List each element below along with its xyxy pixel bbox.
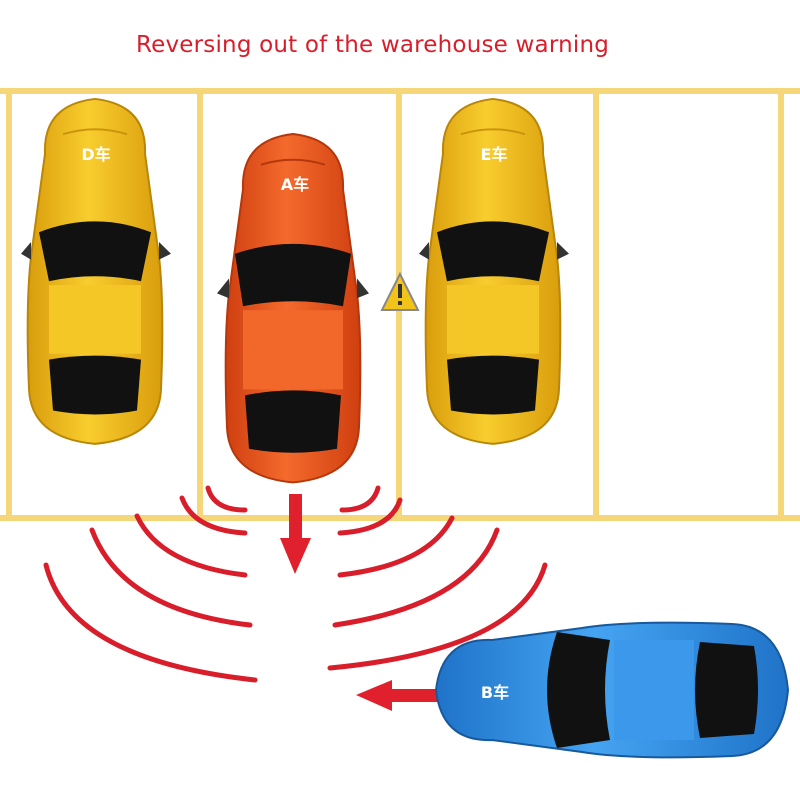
- car-d-label: D车: [81, 145, 110, 164]
- car-e-label: E车: [481, 145, 508, 164]
- sensor-waves: [43, 485, 548, 683]
- warning-triangle-icon: [380, 271, 420, 311]
- arrow-left-icon: [356, 680, 440, 711]
- car-a-label: A车: [281, 175, 309, 194]
- parking-bays: [0, 88, 800, 521]
- car-e: [419, 97, 569, 445]
- car-a: [217, 132, 369, 484]
- car-b-label: B车: [481, 683, 509, 702]
- diagram-title: Reversing out of the warehouse warning: [135, 32, 610, 58]
- car-d: [21, 97, 171, 445]
- car-b: [435, 621, 789, 759]
- arrow-down-icon: [280, 494, 311, 574]
